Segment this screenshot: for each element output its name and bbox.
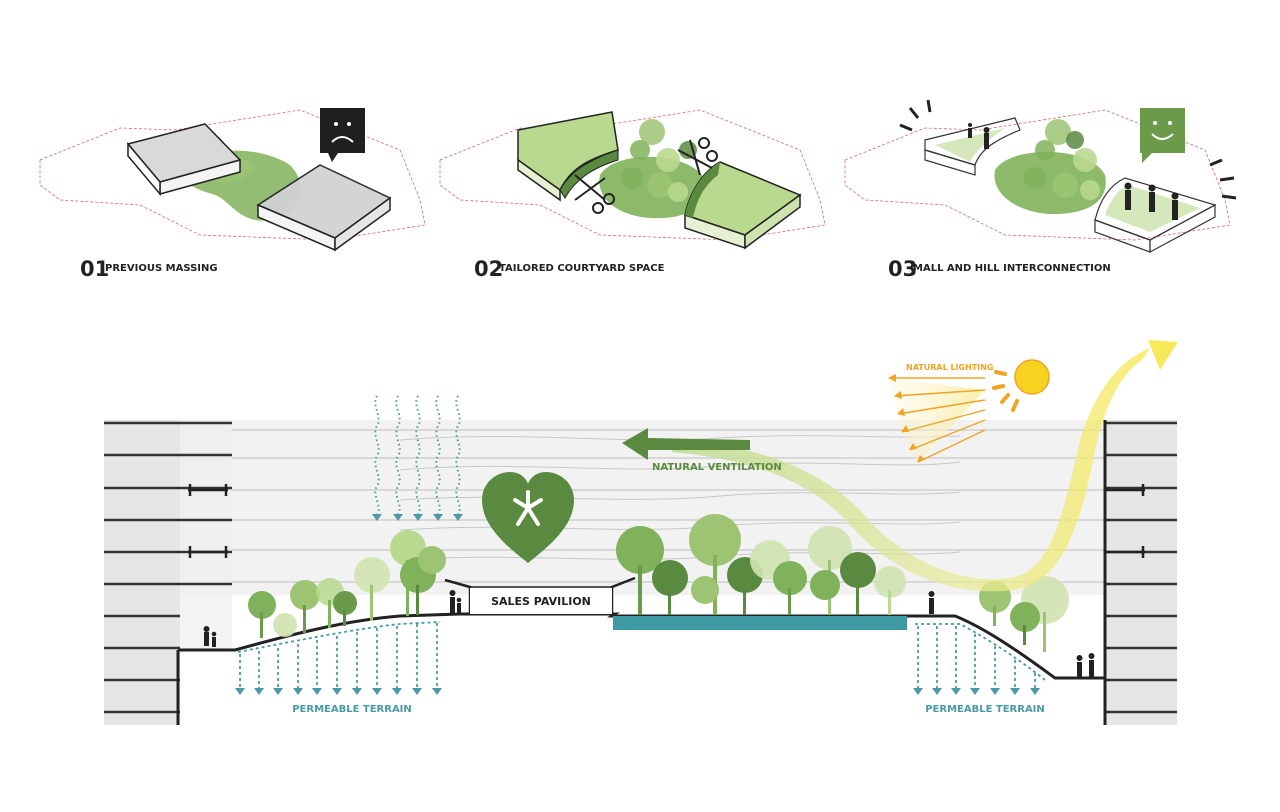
lighting-fan bbox=[888, 374, 986, 463]
step-number: 03 bbox=[888, 257, 917, 281]
permeable-arrows-left bbox=[235, 621, 442, 695]
step-label: PREVIOUS MASSING bbox=[105, 263, 218, 274]
step-02-diagram bbox=[439, 109, 826, 250]
step-caption-02: 02 TAILORED COURTYARD SPACE bbox=[474, 257, 665, 281]
scissors-icon bbox=[677, 137, 718, 176]
person-figures bbox=[968, 123, 1179, 220]
ventilation-label: NATURAL VENTILATION bbox=[652, 462, 782, 473]
trees-middle bbox=[616, 514, 906, 615]
wireframe-block-2 bbox=[1094, 177, 1217, 241]
site-outline bbox=[39, 109, 426, 241]
step-caption-01: 01 PREVIOUS MASSING bbox=[80, 257, 218, 281]
trees-left bbox=[248, 530, 446, 638]
step-caption-03: 03 MALL AND HILL INTERCONNECTION bbox=[888, 257, 1111, 281]
right-building bbox=[1103, 420, 1177, 725]
person-figures bbox=[203, 590, 1095, 678]
pavilion-label: SALES PAVILION bbox=[491, 595, 591, 608]
sad-face-icon bbox=[320, 108, 365, 162]
ventilation-ribbon bbox=[672, 348, 1150, 592]
permeable-label-right: PERMEABLE TERRAIN bbox=[925, 704, 1045, 715]
sun-icon bbox=[992, 359, 1050, 412]
water-pool bbox=[613, 616, 907, 630]
ventilation-arrow bbox=[622, 428, 750, 460]
step-03-diagram bbox=[844, 99, 1237, 254]
permeable-arrows-right bbox=[913, 623, 1046, 695]
site-outline bbox=[844, 109, 1231, 241]
step-number: 02 bbox=[474, 257, 503, 281]
sales-pavilion: SALES PAVILION bbox=[444, 576, 636, 614]
happy-face-icon bbox=[1140, 108, 1185, 163]
trees-cluster bbox=[621, 119, 697, 202]
heart-asterisk-icon bbox=[482, 472, 574, 563]
step-01-diagram bbox=[39, 108, 426, 252]
rain-arrowheads bbox=[372, 514, 463, 521]
left-building bbox=[104, 420, 232, 725]
permeable-label-left: PERMEABLE TERRAIN bbox=[292, 704, 412, 715]
arrow-icon bbox=[1148, 340, 1178, 370]
burst-lines bbox=[899, 99, 1237, 200]
step-label: MALL AND HILL INTERCONNECTION bbox=[913, 263, 1111, 274]
step-label: TAILORED COURTYARD SPACE bbox=[499, 263, 665, 274]
section-diagram: SALES PAVILION bbox=[104, 340, 1178, 725]
lighting-label: NATURAL LIGHTING bbox=[906, 363, 993, 372]
scissors-icon bbox=[574, 174, 615, 214]
trees-cluster bbox=[1024, 119, 1100, 200]
step-number: 01 bbox=[80, 257, 109, 281]
